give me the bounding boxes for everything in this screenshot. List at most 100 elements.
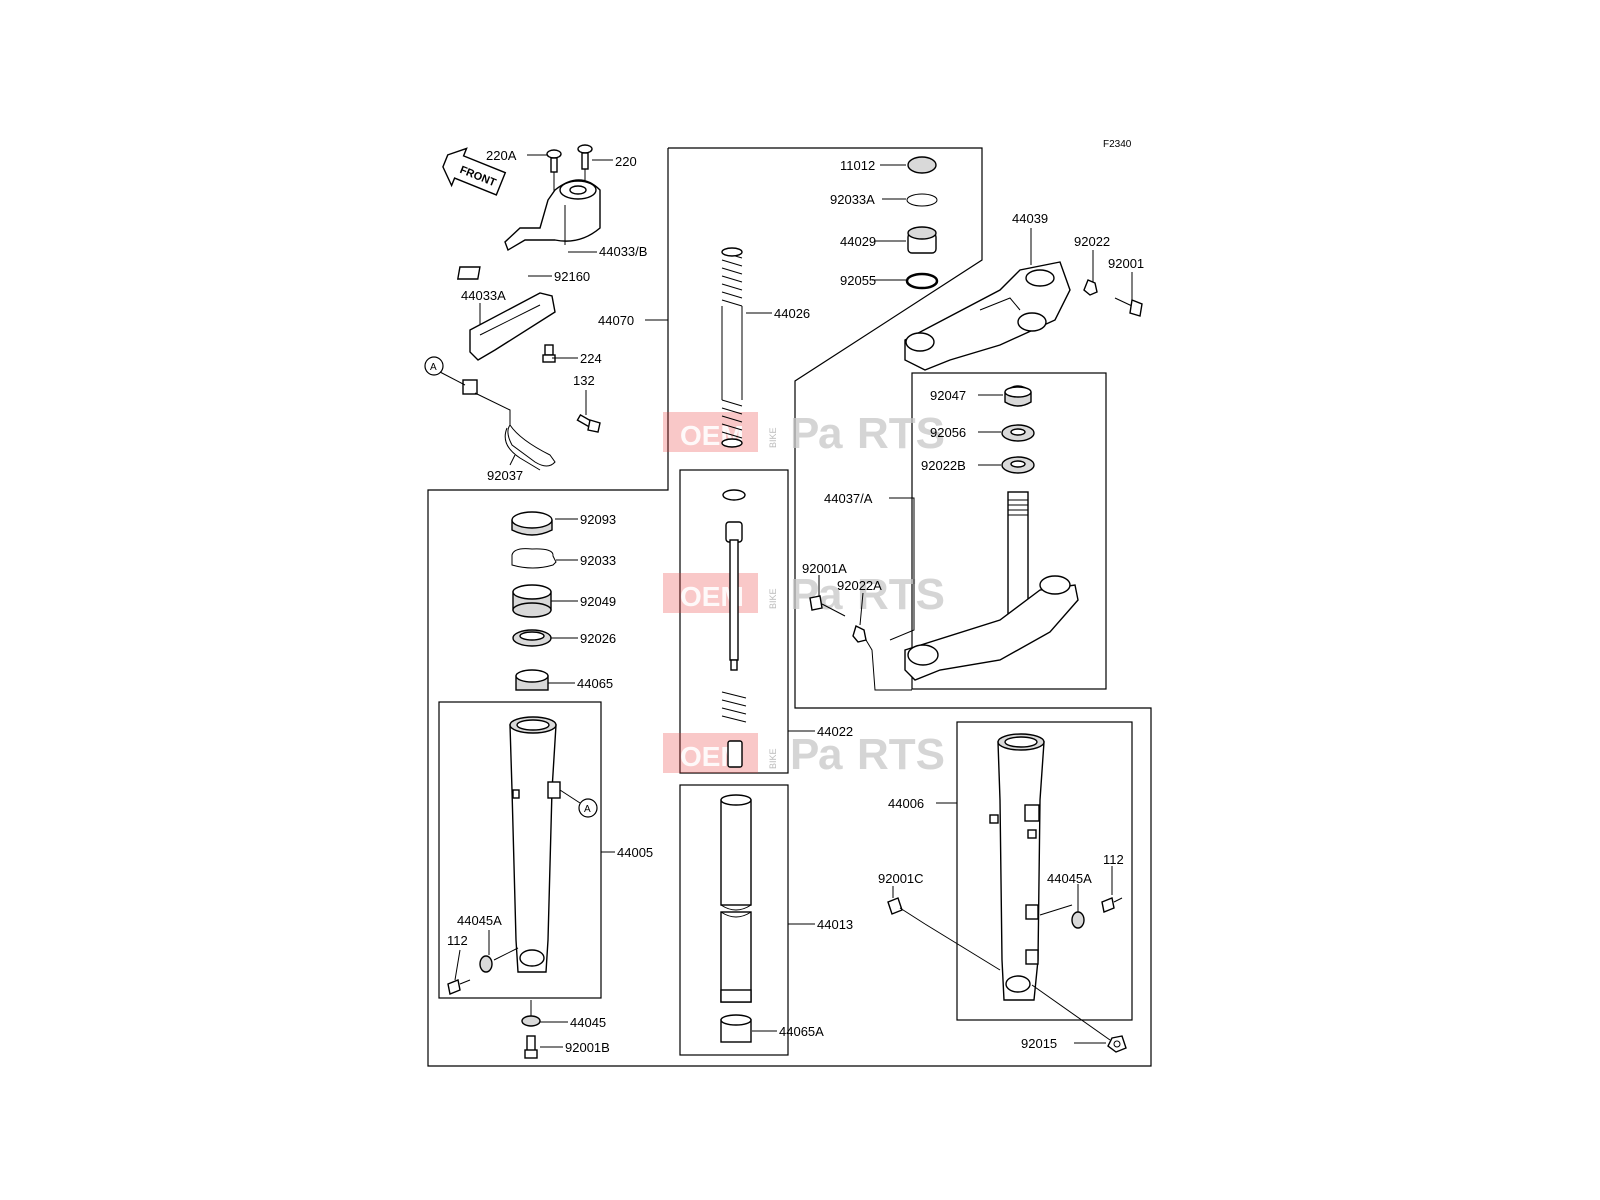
label-92001C: 92001C xyxy=(878,871,924,886)
label-92001B: 92001B xyxy=(565,1040,610,1055)
label-44045A-right: 44045A xyxy=(1047,871,1092,886)
label-92049: 92049 xyxy=(580,594,616,609)
label-92055: 92055 xyxy=(840,273,876,288)
label-112-left: 112 xyxy=(447,933,468,948)
washer-44045-icon xyxy=(521,1015,541,1027)
label-44039: 44039 xyxy=(1012,211,1048,226)
label-44045A-left: 44045A xyxy=(457,913,502,928)
svg-text:a: a xyxy=(818,570,843,619)
svg-text:P: P xyxy=(790,730,819,779)
ref-marker-a-top: A xyxy=(424,356,466,386)
label-44045: 44045 xyxy=(570,1015,606,1030)
watermark-1: OEM BIKE P a RTS xyxy=(663,409,945,458)
clip-92033-icon xyxy=(511,548,557,569)
label-92037: 92037 xyxy=(487,468,523,483)
label-92033A: 92033A xyxy=(830,192,875,207)
label-92022B: 92022B xyxy=(921,458,966,473)
label-44029: 44029 xyxy=(840,234,876,249)
label-92022: 92022 xyxy=(1074,234,1110,249)
svg-text:A: A xyxy=(584,804,591,815)
steering-stem-box xyxy=(911,372,1107,690)
cap-11012-icon xyxy=(907,156,937,174)
screw-220-icon xyxy=(577,144,593,182)
label-44037A: 44037/A xyxy=(824,491,873,506)
washer-44045A-left-icon xyxy=(479,955,493,973)
washer-92022-icon xyxy=(1083,279,1098,296)
spring-44026-icon xyxy=(721,247,743,448)
bolt-92001B-icon xyxy=(524,1035,538,1059)
label-92047: 92047 xyxy=(930,388,966,403)
label-11012: 11012 xyxy=(840,158,875,173)
cover-44033B-icon xyxy=(504,179,601,252)
label-92093: 92093 xyxy=(580,512,616,527)
svg-text:RTS: RTS xyxy=(857,570,945,619)
svg-text:RTS: RTS xyxy=(857,730,945,779)
seal-92049-icon xyxy=(512,584,552,618)
inner-tube-44013-icon xyxy=(720,794,752,1003)
bolt-112-left-icon xyxy=(447,979,471,995)
label-92160: 92160 xyxy=(554,269,590,284)
bracket-44033A-icon xyxy=(469,292,556,361)
part-labels: 220A 220 44033/B 92160 44033A 224 132 92… xyxy=(447,148,1144,1055)
label-44022: 44022 xyxy=(817,724,853,739)
bolt-92001A-icon xyxy=(809,595,846,617)
ref-marker-a-bottom: A xyxy=(559,789,598,818)
bearing-92056-icon xyxy=(1001,424,1035,442)
watermark-right-a: P xyxy=(790,409,819,458)
label-44033B: 44033/B xyxy=(599,244,647,259)
label-220: 220 xyxy=(615,154,637,169)
washer-92022A-icon xyxy=(852,625,867,643)
label-92001: 92001 xyxy=(1108,256,1144,271)
label-92026: 92026 xyxy=(580,631,616,646)
bolt-132-icon xyxy=(576,413,601,433)
oring-92055-icon xyxy=(905,272,939,290)
damper-rod-box xyxy=(679,469,789,774)
label-44005: 44005 xyxy=(617,845,653,860)
svg-text:BIKE: BIKE xyxy=(768,588,778,609)
svg-text:BIKE: BIKE xyxy=(768,748,778,769)
dust-seal-92093-icon xyxy=(511,511,553,536)
seal-92047-icon xyxy=(1004,385,1032,407)
outer-tube-44006-icon xyxy=(989,733,1045,1001)
left-outer-tube-box xyxy=(438,701,602,999)
label-44033A: 44033A xyxy=(461,288,506,303)
label-92015: 92015 xyxy=(1021,1036,1057,1051)
bolt-92001-icon xyxy=(1114,297,1143,317)
stem-44037A-icon xyxy=(904,491,1079,681)
bolt-224-icon xyxy=(542,344,556,363)
bearing-92022B-icon xyxy=(1001,456,1035,474)
bolt-92015-icon xyxy=(1107,1035,1127,1053)
label-92022A: 92022A xyxy=(837,578,882,593)
bolt-112-right-icon xyxy=(1101,897,1123,913)
bolt-92001C-icon xyxy=(887,897,926,925)
right-outer-tube-box xyxy=(956,721,1133,1021)
label-132: 132 xyxy=(573,373,595,388)
washer-92026-icon xyxy=(512,629,552,647)
cap-bolt-44029-icon xyxy=(907,226,937,254)
inner-tube-box xyxy=(679,784,789,1056)
label-92033: 92033 xyxy=(580,553,616,568)
watermark-vertical: BIKE xyxy=(768,427,778,448)
watermark-3: OEM BIKE P a RTS xyxy=(663,730,945,779)
label-44070: 44070 xyxy=(598,313,634,328)
bushing-44065-icon xyxy=(515,669,549,691)
bushing-44065A-icon xyxy=(720,1014,752,1043)
damper-rod-44022-icon xyxy=(721,489,747,768)
svg-text:P: P xyxy=(790,570,819,619)
label-44013: 44013 xyxy=(817,917,853,932)
outer-tube-44005-icon xyxy=(509,716,561,973)
svg-text:A: A xyxy=(430,362,437,373)
svg-text:a: a xyxy=(818,730,843,779)
pad-92160-icon xyxy=(456,266,481,280)
watermark-right-b: a xyxy=(818,409,843,458)
label-112-right: 112 xyxy=(1103,852,1124,867)
label-44026: 44026 xyxy=(774,306,810,321)
label-220A: 220A xyxy=(486,148,517,163)
watermark-right-c: RTS xyxy=(857,409,945,458)
hose-guide-92037-icon xyxy=(462,379,556,471)
upper-bracket-44039-icon xyxy=(904,261,1071,371)
label-224: 224 xyxy=(580,351,602,366)
label-44006: 44006 xyxy=(888,796,924,811)
label-92056: 92056 xyxy=(930,425,966,440)
